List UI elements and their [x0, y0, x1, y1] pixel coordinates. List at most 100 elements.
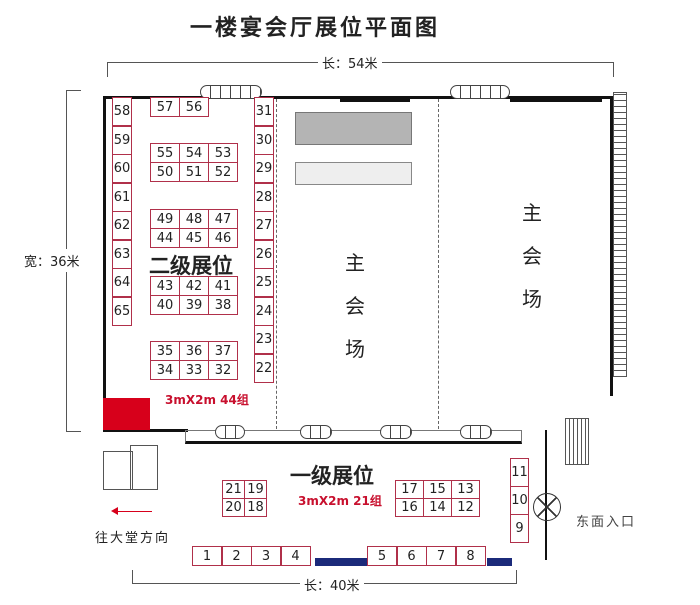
booth[interactable]: 11 [510, 458, 529, 487]
booth[interactable]: 42 [179, 276, 209, 296]
booth[interactable]: 52 [208, 162, 238, 182]
booth[interactable]: 62 [112, 211, 132, 240]
main-hall-char: 会 [522, 244, 542, 268]
booth[interactable]: 12 [451, 498, 480, 517]
booth[interactable]: 1 [192, 546, 222, 566]
wall-bottom-left [103, 429, 188, 432]
booth[interactable]: 46 [208, 228, 238, 248]
divider-line [276, 99, 277, 429]
booth[interactable]: 54 [179, 143, 209, 163]
wall-bottom-partition [185, 430, 522, 444]
booth[interactable]: 25 [254, 268, 274, 297]
secondary-zone-spec: 3mX2m 44组 [165, 393, 249, 407]
booth[interactable]: 65 [112, 296, 132, 326]
booth[interactable]: 48 [179, 209, 209, 229]
booth[interactable]: 59 [112, 125, 132, 155]
booth[interactable]: 39 [179, 295, 209, 315]
booth[interactable]: 50 [150, 162, 180, 182]
main-hall-char: 主 [345, 251, 365, 275]
booth[interactable]: 47 [208, 209, 238, 229]
booth[interactable]: 24 [254, 296, 274, 326]
booth[interactable]: 4 [280, 546, 311, 566]
main-hall-char: 会 [345, 294, 365, 318]
booth[interactable]: 51 [179, 162, 209, 182]
primary-zone-label: 一级展位 [290, 464, 374, 488]
door-icon [215, 425, 245, 439]
door-icon [460, 425, 492, 439]
page-title: 一楼宴会厅展位平面图 [190, 16, 441, 41]
booth[interactable]: 20 [222, 498, 245, 517]
booth[interactable]: 45 [179, 228, 209, 248]
wall-left [103, 96, 106, 431]
booth[interactable]: 15 [423, 480, 452, 499]
entrance-door-icon [533, 493, 561, 521]
booth[interactable]: 23 [254, 325, 274, 354]
booth[interactable]: 6 [396, 546, 427, 566]
lobby-direction-label: 往大堂方向 [95, 531, 171, 546]
booth[interactable]: 10 [510, 486, 529, 515]
stairs [613, 92, 627, 377]
main-hall-label: 主会场 [345, 242, 367, 371]
booth[interactable]: 57 [150, 97, 180, 117]
booth[interactable]: 40 [150, 295, 180, 315]
booth[interactable]: 31 [254, 97, 274, 126]
booth[interactable]: 58 [112, 97, 132, 126]
booth[interactable]: 3 [251, 546, 281, 566]
booth[interactable]: 30 [254, 125, 274, 155]
booth[interactable]: 18 [244, 498, 267, 517]
booth[interactable]: 14 [423, 498, 452, 517]
door-icon [200, 85, 262, 99]
restroom-block [130, 445, 158, 490]
booth[interactable]: 26 [254, 239, 274, 269]
door-icon [300, 425, 332, 439]
booth[interactable]: 33 [179, 360, 209, 380]
wall-top-bar-2 [510, 99, 602, 102]
booth[interactable]: 7 [426, 546, 456, 566]
booth[interactable]: 27 [254, 211, 274, 240]
booth[interactable]: 37 [208, 341, 238, 361]
divider-line [438, 99, 439, 429]
left-dimension-label: 宽：36米 [24, 249, 80, 272]
booth[interactable]: 13 [451, 480, 480, 499]
booth[interactable]: 28 [254, 182, 274, 212]
booth[interactable]: 43 [150, 276, 180, 296]
door-icon [380, 425, 412, 439]
east-entrance-label: 东面入口 [576, 515, 637, 530]
booth[interactable]: 64 [112, 268, 132, 297]
stage-block [295, 112, 412, 145]
booth[interactable]: 16 [395, 498, 424, 517]
booth[interactable]: 5 [367, 546, 397, 566]
booth[interactable]: 34 [150, 360, 180, 380]
booth[interactable]: 2 [221, 546, 252, 566]
booth[interactable]: 36 [179, 341, 209, 361]
wall-top [103, 96, 613, 99]
booth[interactable]: 38 [208, 295, 238, 315]
main-hall-char: 场 [522, 287, 542, 311]
booth[interactable]: 22 [254, 353, 274, 383]
booth[interactable]: 17 [395, 480, 424, 499]
booth[interactable]: 41 [208, 276, 238, 296]
booth[interactable]: 60 [112, 154, 132, 183]
top-dimension-label: 长：54米 [318, 53, 382, 72]
booth[interactable]: 44 [150, 228, 180, 248]
stage-block [295, 162, 412, 185]
door-icon [450, 85, 510, 99]
booth[interactable]: 61 [112, 182, 132, 212]
booth[interactable]: 53 [208, 143, 238, 163]
secondary-zone-label: 二级展位 [149, 254, 233, 278]
booth[interactable]: 49 [150, 209, 180, 229]
booth[interactable]: 35 [150, 341, 180, 361]
booth[interactable]: 55 [150, 143, 180, 163]
wall-top-bar-1 [340, 99, 410, 102]
primary-zone-spec: 3mX2m 21组 [298, 494, 382, 508]
booth[interactable]: 9 [510, 514, 529, 543]
navy-block [487, 558, 512, 566]
booth[interactable]: 21 [222, 480, 245, 499]
booth[interactable]: 56 [179, 97, 209, 117]
booth[interactable]: 8 [455, 546, 486, 566]
booth[interactable]: 29 [254, 154, 274, 183]
booth[interactable]: 19 [244, 480, 267, 499]
booth[interactable]: 32 [208, 360, 238, 380]
restroom-block [103, 451, 133, 490]
booth[interactable]: 63 [112, 239, 132, 269]
